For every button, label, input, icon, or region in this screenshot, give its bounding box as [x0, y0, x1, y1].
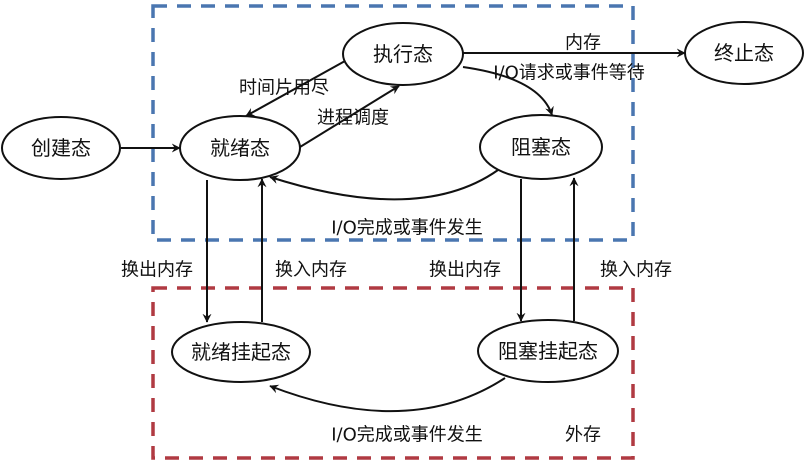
edge-blocked-to-ready — [269, 169, 499, 201]
edge-blocked-suspended-to-ready-suspended — [269, 377, 506, 413]
label-process-scheduling: 进程调度 — [317, 108, 389, 129]
node-running: 执行态 — [342, 22, 464, 86]
node-blocked-suspended-label: 阻塞挂起态 — [498, 339, 598, 363]
node-terminated-label: 终止态 — [714, 41, 774, 65]
edge-running-to-blocked — [462, 66, 554, 116]
node-blocked-label: 阻塞态 — [511, 135, 571, 159]
label-memory: 内存 — [565, 33, 601, 54]
node-ready: 就绪态 — [179, 115, 301, 181]
node-running-label: 执行态 — [373, 42, 433, 66]
external-storage-region — [151, 286, 635, 460]
label-time-slice-expired: 时间片用尽 — [239, 78, 329, 99]
label-swap-in-left: 换入内存 — [275, 260, 347, 281]
label-swap-out-right: 换出内存 — [429, 260, 501, 281]
label-external-storage: 外存 — [565, 425, 601, 446]
node-created-label: 创建态 — [31, 136, 91, 160]
node-blocked: 阻塞态 — [479, 114, 603, 180]
label-io-complete-top: I/O完成或事件发生 — [331, 218, 483, 239]
node-ready-label: 就绪态 — [210, 136, 270, 160]
node-ready-suspended: 就绪挂起态 — [171, 321, 311, 383]
label-swap-out-left: 换出内存 — [121, 260, 193, 281]
node-blocked-suspended: 阻塞挂起态 — [477, 319, 619, 383]
label-io-complete-bottom: I/O完成或事件发生 — [331, 425, 483, 446]
label-swap-in-right: 换入内存 — [600, 260, 672, 281]
node-ready-suspended-label: 就绪挂起态 — [191, 340, 291, 364]
node-terminated: 终止态 — [684, 21, 804, 85]
node-created: 创建态 — [1, 116, 121, 180]
label-io-request: I/O请求或事件等待 — [493, 63, 645, 84]
edge-ready-to-running — [299, 85, 400, 148]
edge-running-to-ready — [245, 60, 346, 117]
memory-region — [151, 4, 635, 242]
